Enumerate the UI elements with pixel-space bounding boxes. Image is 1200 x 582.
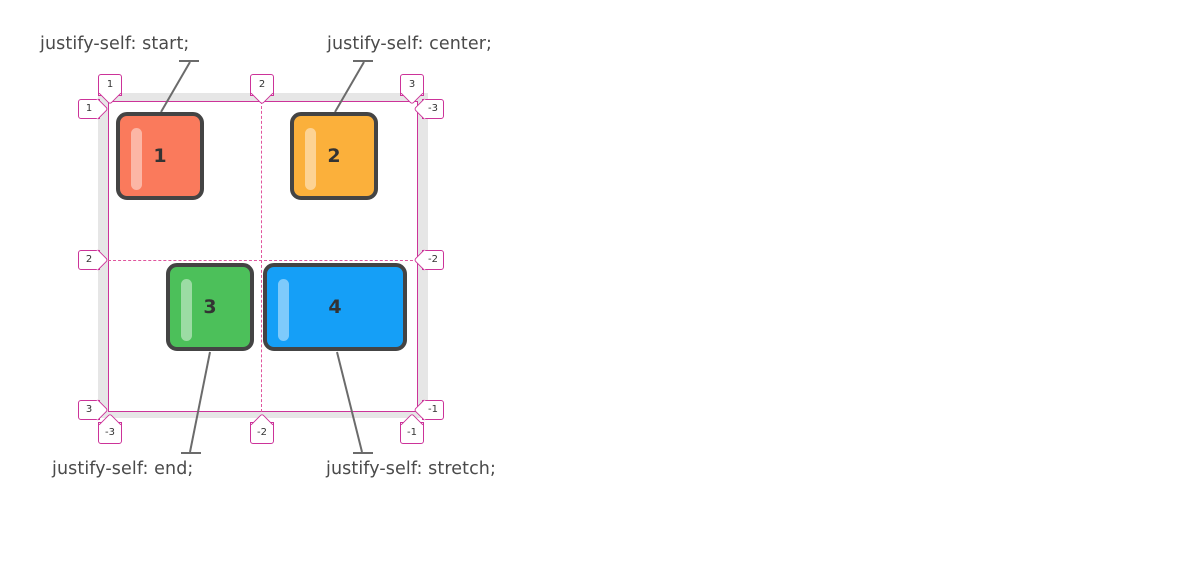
gridline-tag-row-neg3-right: -3 xyxy=(422,99,444,119)
item-sheen-icon xyxy=(181,279,192,341)
gridline-tag-column-neg3-bottom: -3 xyxy=(98,422,122,444)
caption-justify-self-end: justify-self: end; xyxy=(52,459,194,479)
gridline-tag-row-2-left: 2 xyxy=(78,250,100,270)
caption-justify-self-stretch: justify-self: stretch; xyxy=(326,459,496,479)
gridline-row-2 xyxy=(108,260,418,261)
item-sheen-icon xyxy=(305,128,316,190)
caption-justify-self-center: justify-self: center; xyxy=(327,34,493,54)
grid-item-4[interactable]: 4 xyxy=(263,263,407,351)
gridline-tag-column-3-top: 3 xyxy=(400,74,424,96)
gridline-tag-column-neg1-bottom: -1 xyxy=(400,422,424,444)
caption-justify-self-start: justify-self: start; xyxy=(40,34,190,54)
gridline-column-2 xyxy=(261,101,262,412)
gridline-tag-column-neg2-bottom: -2 xyxy=(250,422,274,444)
gridline-tag-row-3-left: 3 xyxy=(78,400,100,420)
grid-item-1-label: 1 xyxy=(153,145,167,167)
grid-item-3[interactable]: 3 xyxy=(166,263,254,351)
gridline-tag-row-neg1-right: -1 xyxy=(422,400,444,420)
grid-item-2[interactable]: 2 xyxy=(290,112,378,200)
gridline-tag-column-2-top: 2 xyxy=(250,74,274,96)
item-sheen-icon xyxy=(131,128,142,190)
grid-item-2-label: 2 xyxy=(327,145,341,167)
item-sheen-icon xyxy=(278,279,289,341)
gridline-tag-column-1-top: 1 xyxy=(98,74,122,96)
grid-item-1[interactable]: 1 xyxy=(116,112,204,200)
gridline-tag-row-1-left: 1 xyxy=(78,99,100,119)
gridline-tag-row-neg2-right: -2 xyxy=(422,250,444,270)
grid-item-4-label: 4 xyxy=(328,296,342,318)
grid-item-3-label: 3 xyxy=(203,296,217,318)
